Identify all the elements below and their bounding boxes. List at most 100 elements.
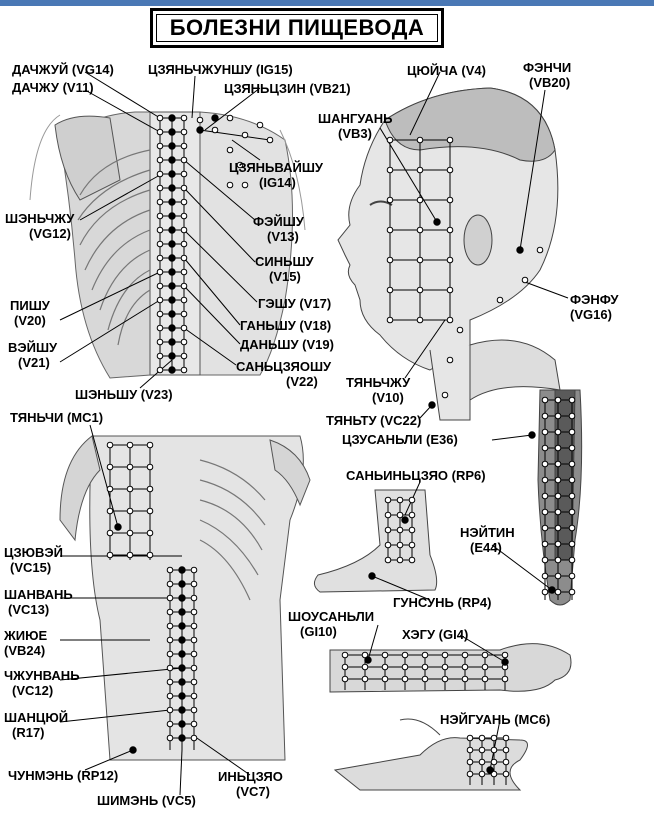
head-point: [386, 226, 394, 234]
forearm-point: [461, 663, 469, 671]
head-point: [416, 286, 424, 294]
label-pishu: ПИШУ(V20): [10, 298, 50, 328]
front-point: [190, 678, 198, 686]
title-frame: БОЛЕЗНИ ПИЩЕВОДА: [150, 8, 444, 48]
front-point: [190, 636, 198, 644]
leg-point: [541, 412, 549, 420]
shoulder-point: [196, 116, 204, 124]
label-fengchi: ФЭНЧИ(VB20): [523, 60, 572, 90]
forearm-point: [461, 675, 469, 683]
head-point: [446, 196, 454, 204]
head-point: [446, 256, 454, 264]
back-point: [180, 142, 188, 150]
leader-line: [179, 749, 183, 796]
front-point: [190, 720, 198, 728]
tiantu-point: [428, 401, 436, 409]
forearm-point: [501, 651, 509, 659]
hegu-point: [501, 658, 509, 666]
label-jiuwei: ЦЗЮВЭЙ(VC15): [4, 545, 64, 575]
back-point: [168, 310, 176, 318]
leader-line: [183, 187, 256, 263]
forearm-point: [381, 663, 389, 671]
neiguan-point: [486, 766, 494, 774]
leader-line: [519, 89, 546, 251]
label-tianchi: ТЯНЬЧИ (MC1): [10, 410, 104, 425]
leg-point: [554, 476, 562, 484]
label-jianjing: ЦЗЯНЬЦЗИН (VB21): [224, 81, 351, 96]
hand-illustration: [333, 718, 528, 791]
back-point: [168, 128, 176, 136]
forearm-point: [501, 675, 509, 683]
leg-point: [541, 556, 549, 564]
hand-point: [478, 734, 486, 742]
hand-point: [502, 770, 510, 778]
leg-point: [568, 524, 576, 532]
back-point: [168, 282, 176, 290]
front-point: [166, 734, 174, 742]
leg-point: [554, 540, 562, 548]
back-point: [168, 156, 176, 164]
leg-point: [554, 396, 562, 404]
hand-point: [478, 746, 486, 754]
back-point: [168, 198, 176, 206]
label-dazhuy: ДАЧЖУЙ (VG14): [12, 62, 114, 77]
fengchi-point: [516, 246, 524, 254]
back-point: [180, 324, 188, 332]
foot-point: [408, 526, 416, 534]
back-point: [168, 184, 176, 192]
label-feishu: ФЭЙШУ(V13): [253, 214, 304, 244]
hand-point: [502, 734, 510, 742]
back-point: [180, 212, 188, 220]
forearm-point: [421, 651, 429, 659]
leg-point: [554, 492, 562, 500]
hand-point: [466, 758, 474, 766]
forearm-point: [441, 675, 449, 683]
chest-point: [126, 551, 134, 559]
label-gongsun: ГУНСУНЬ (RP4): [393, 595, 492, 610]
leg-point: [554, 460, 562, 468]
front-point: [190, 580, 198, 588]
head-neck-point: [441, 391, 449, 399]
front-point: [166, 720, 174, 728]
chest-point: [126, 485, 134, 493]
forearm-point: [361, 663, 369, 671]
forearm-point: [461, 651, 469, 659]
leader-line: [191, 75, 196, 119]
chest-point: [106, 507, 114, 515]
back-point: [168, 212, 176, 220]
leg-point: [541, 588, 549, 596]
front-point: [166, 650, 174, 658]
chest-point: [146, 551, 154, 559]
jianjing-point: [196, 126, 204, 134]
label-shimen: ШИМЭНЬ (VC5): [97, 793, 196, 808]
front-point: [178, 650, 186, 658]
front-point: [166, 608, 174, 616]
shoulder-point: [211, 126, 219, 134]
back-point: [156, 212, 164, 220]
foot-point: [408, 541, 416, 549]
leg-point: [554, 412, 562, 420]
back-point: [156, 296, 164, 304]
back-point: [168, 296, 176, 304]
back-point: [168, 366, 176, 374]
leader-line: [193, 735, 251, 776]
leader-line: [139, 359, 173, 389]
leg-point: [568, 428, 576, 436]
forearm-point: [421, 663, 429, 671]
head-point: [386, 136, 394, 144]
leader-line: [404, 319, 446, 379]
back-point: [180, 338, 188, 346]
leg-point: [554, 428, 562, 436]
forearm-point: [481, 651, 489, 659]
hand-point: [490, 734, 498, 742]
label-tianzhu: ТЯНЬЧЖУ(V10): [346, 375, 411, 405]
leg-point: [568, 444, 576, 452]
leader-line: [89, 424, 119, 528]
front-point: [178, 580, 186, 588]
leader-line: [524, 281, 569, 299]
leader-line: [204, 87, 261, 131]
front-point: [166, 594, 174, 602]
leg-point: [541, 428, 549, 436]
